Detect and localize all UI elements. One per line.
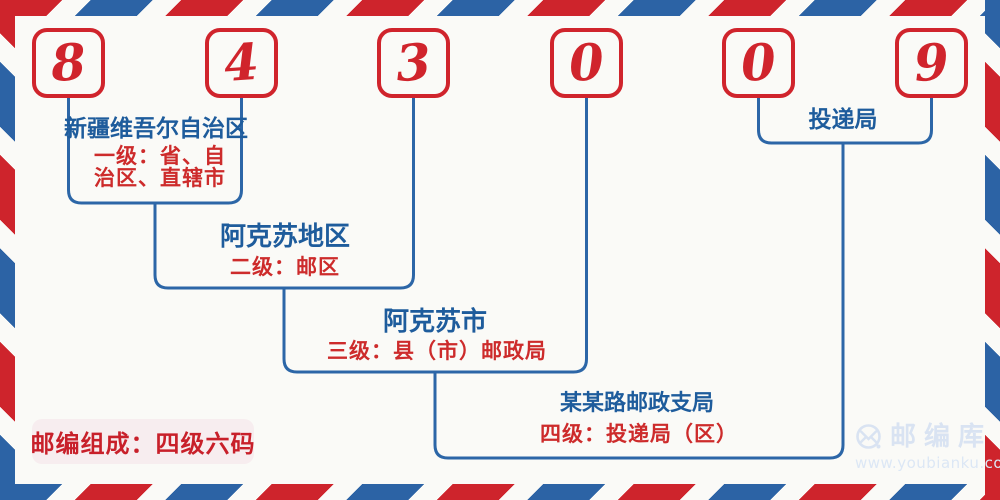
level4-description: 四级：投递局（区） (540, 422, 738, 446)
postal-digit-2: 4 (222, 31, 261, 94)
level2-description: 二级：邮区 (230, 255, 340, 279)
postal-digit-box-3: 3 (377, 28, 450, 98)
level1-region-name: 新疆维吾尔自治区 (64, 116, 248, 142)
postal-digit-5: 0 (739, 31, 778, 94)
envelope-circle-icon (856, 424, 881, 449)
postal-digit-1: 8 (49, 31, 88, 94)
level1-desc-line1: 一级：省、自 (94, 144, 226, 168)
composition-badge-text: 邮编组成：四级六码 (30, 430, 256, 458)
postal-digit-6: 9 (912, 31, 951, 94)
bracket-delivery (757, 98, 933, 145)
composition-badge: 邮编组成：四级六码 (30, 419, 256, 464)
postal-digit-box-4: 0 (550, 28, 623, 98)
level2-region-name: 阿克苏地区 (219, 222, 351, 252)
level3-region-name: 阿克苏市 (382, 307, 488, 337)
postal-digit-3: 3 (394, 31, 433, 94)
delivery-office-label: 投递局 (808, 107, 878, 133)
airmail-border-top (0, 0, 1000, 16)
site-watermark[interactable]: 邮编库 www.youbianku.com (855, 423, 1000, 472)
bracket-level4 (433, 143, 845, 460)
level1-desc-line2: 治区、直辖市 (94, 166, 226, 190)
postal-digit-box-1: 8 (32, 28, 105, 98)
postal-digit-4: 0 (567, 31, 606, 94)
airmail-border-left (0, 0, 15, 500)
level3-description: 三级：县（市）邮政局 (327, 339, 547, 363)
postal-digit-box-5: 0 (722, 28, 795, 98)
level4-branch-name: 某某路邮政支局 (559, 391, 715, 416)
postal-digit-box-6: 9 (895, 28, 968, 98)
level1-description: 一级：省、自 治区、直辖市 (94, 145, 226, 189)
airmail-border-right (985, 0, 1000, 500)
postal-digit-box-2: 4 (205, 28, 278, 98)
site-url[interactable]: www.youbianku.com (855, 454, 1000, 472)
airmail-border-bottom (0, 484, 1000, 500)
site-name: 邮编库 (890, 422, 993, 452)
